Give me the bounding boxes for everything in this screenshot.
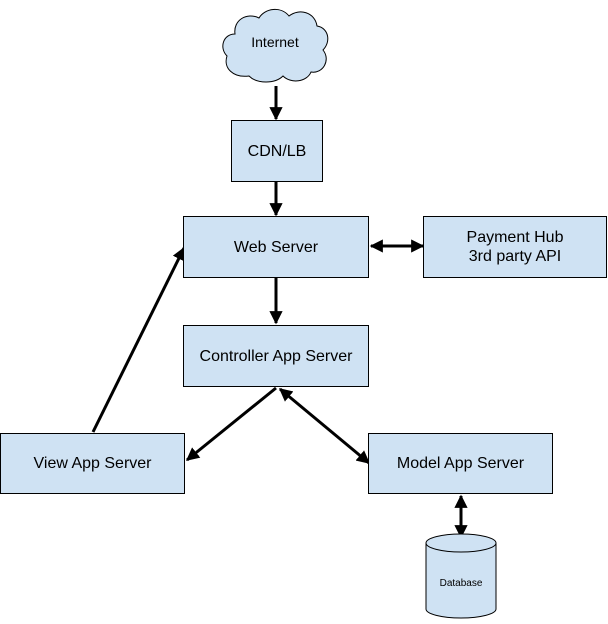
edge-controller-to-view xyxy=(185,386,277,462)
edge-view-to-web-server xyxy=(91,246,186,433)
cdn-lb-label: CDN/LB xyxy=(247,142,307,160)
internet-node: Internet xyxy=(219,4,331,86)
view-app-server-node: View App Server xyxy=(0,433,185,494)
model-app-server-node: Model App Server xyxy=(368,433,553,494)
model-app-server-label: Model App Server xyxy=(396,455,525,472)
cloud-icon xyxy=(222,9,329,83)
database-label: Database xyxy=(439,577,483,589)
payment-hub-node: Payment Hub 3rd party API xyxy=(423,216,607,278)
view-app-server-label: View App Server xyxy=(33,455,152,472)
database-icon xyxy=(425,533,497,619)
web-server-node: Web Server xyxy=(183,216,369,278)
controller-app-server-label: Controller App Server xyxy=(199,347,353,365)
web-server-label: Web Server xyxy=(233,238,319,256)
database-node: Database xyxy=(425,533,497,619)
cdn-lb-node: CDN/LB xyxy=(231,120,323,182)
controller-app-server-node: Controller App Server xyxy=(183,325,369,387)
internet-label: Internet xyxy=(251,34,299,50)
edge-controller-model xyxy=(278,387,371,465)
payment-hub-label-line2: 3rd party API xyxy=(468,248,562,265)
payment-hub-label-line1: Payment Hub xyxy=(466,229,564,246)
